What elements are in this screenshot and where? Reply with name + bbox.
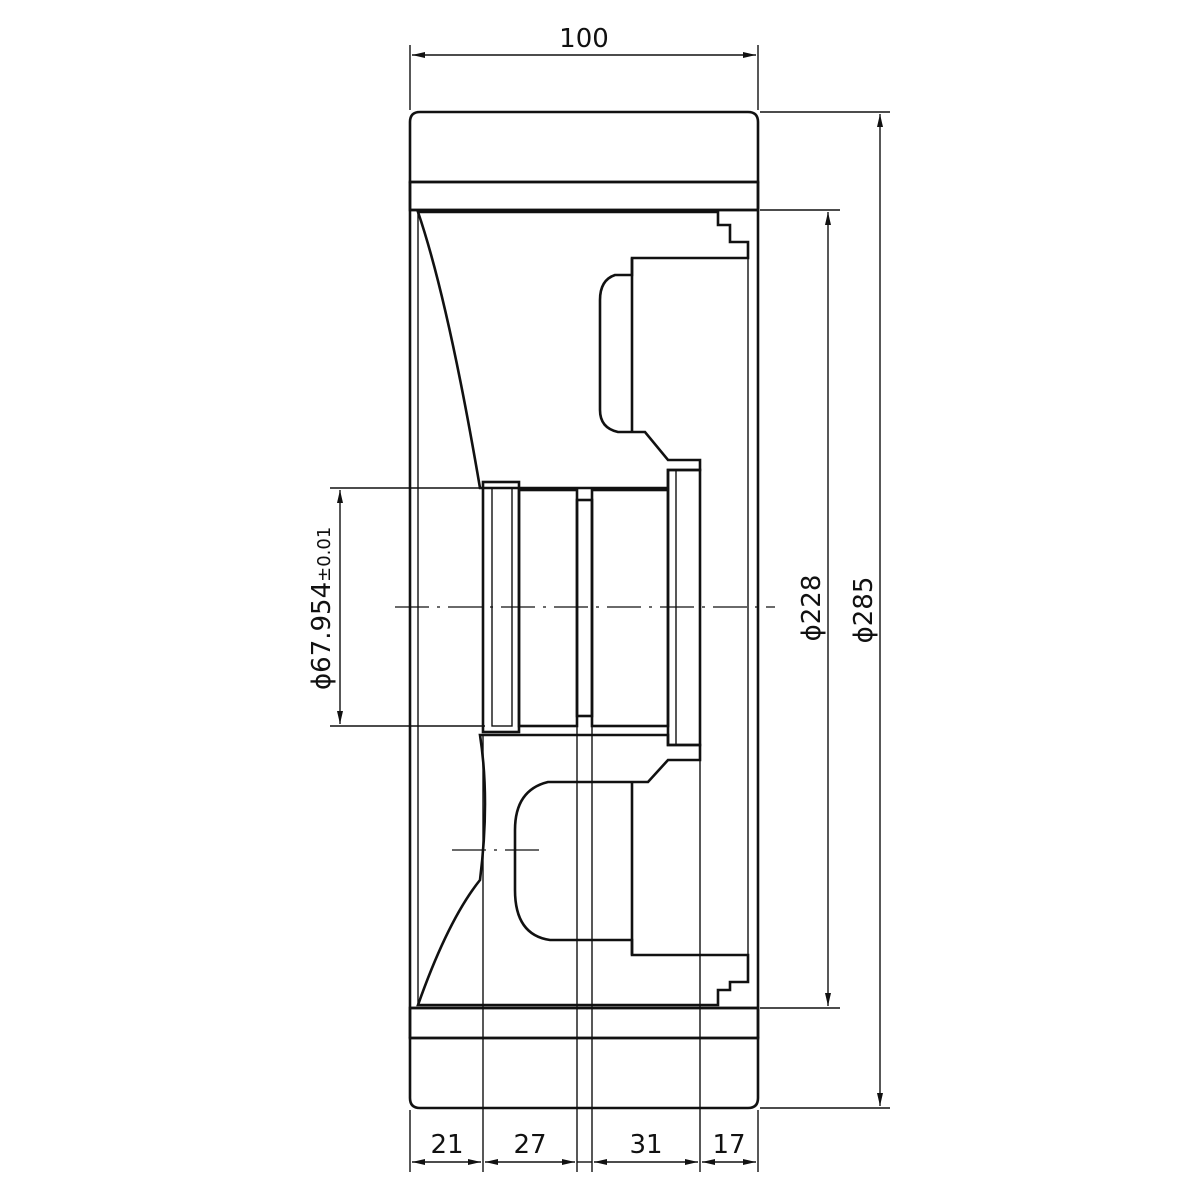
dim-outer-diameter-label: ϕ285: [849, 577, 879, 644]
dim-bore-diameter: ϕ67.954±0.01: [307, 487, 485, 727]
dim-segment-3-label: 31: [629, 1130, 662, 1160]
dim-segment-2-label: 27: [513, 1130, 546, 1160]
hub-lower-section: [416, 733, 750, 1007]
dim-overall-width: 100: [409, 24, 759, 110]
dim-bottom-segments: 21 27 31 17: [409, 716, 759, 1172]
dim-hub-diameter: ϕ228: [760, 209, 840, 1009]
tyre-bottom: [408, 1006, 760, 1110]
bore-diameter-value: ϕ67.954: [307, 582, 337, 690]
tyre-top: [408, 110, 760, 212]
hub-upper-section: [416, 210, 750, 490]
dim-overall-width-label: 100: [559, 24, 609, 54]
dim-segment-1-label: 21: [430, 1130, 463, 1160]
dim-hub-diameter-label: ϕ228: [797, 575, 827, 642]
dim-bore-diameter-label: ϕ67.954±0.01: [307, 527, 337, 690]
hub-contours: [408, 182, 760, 1038]
dim-outer-diameter: ϕ285: [760, 111, 890, 1109]
dim-segment-4-label: 17: [712, 1130, 745, 1160]
bore-tolerance: ±0.01: [314, 527, 335, 582]
